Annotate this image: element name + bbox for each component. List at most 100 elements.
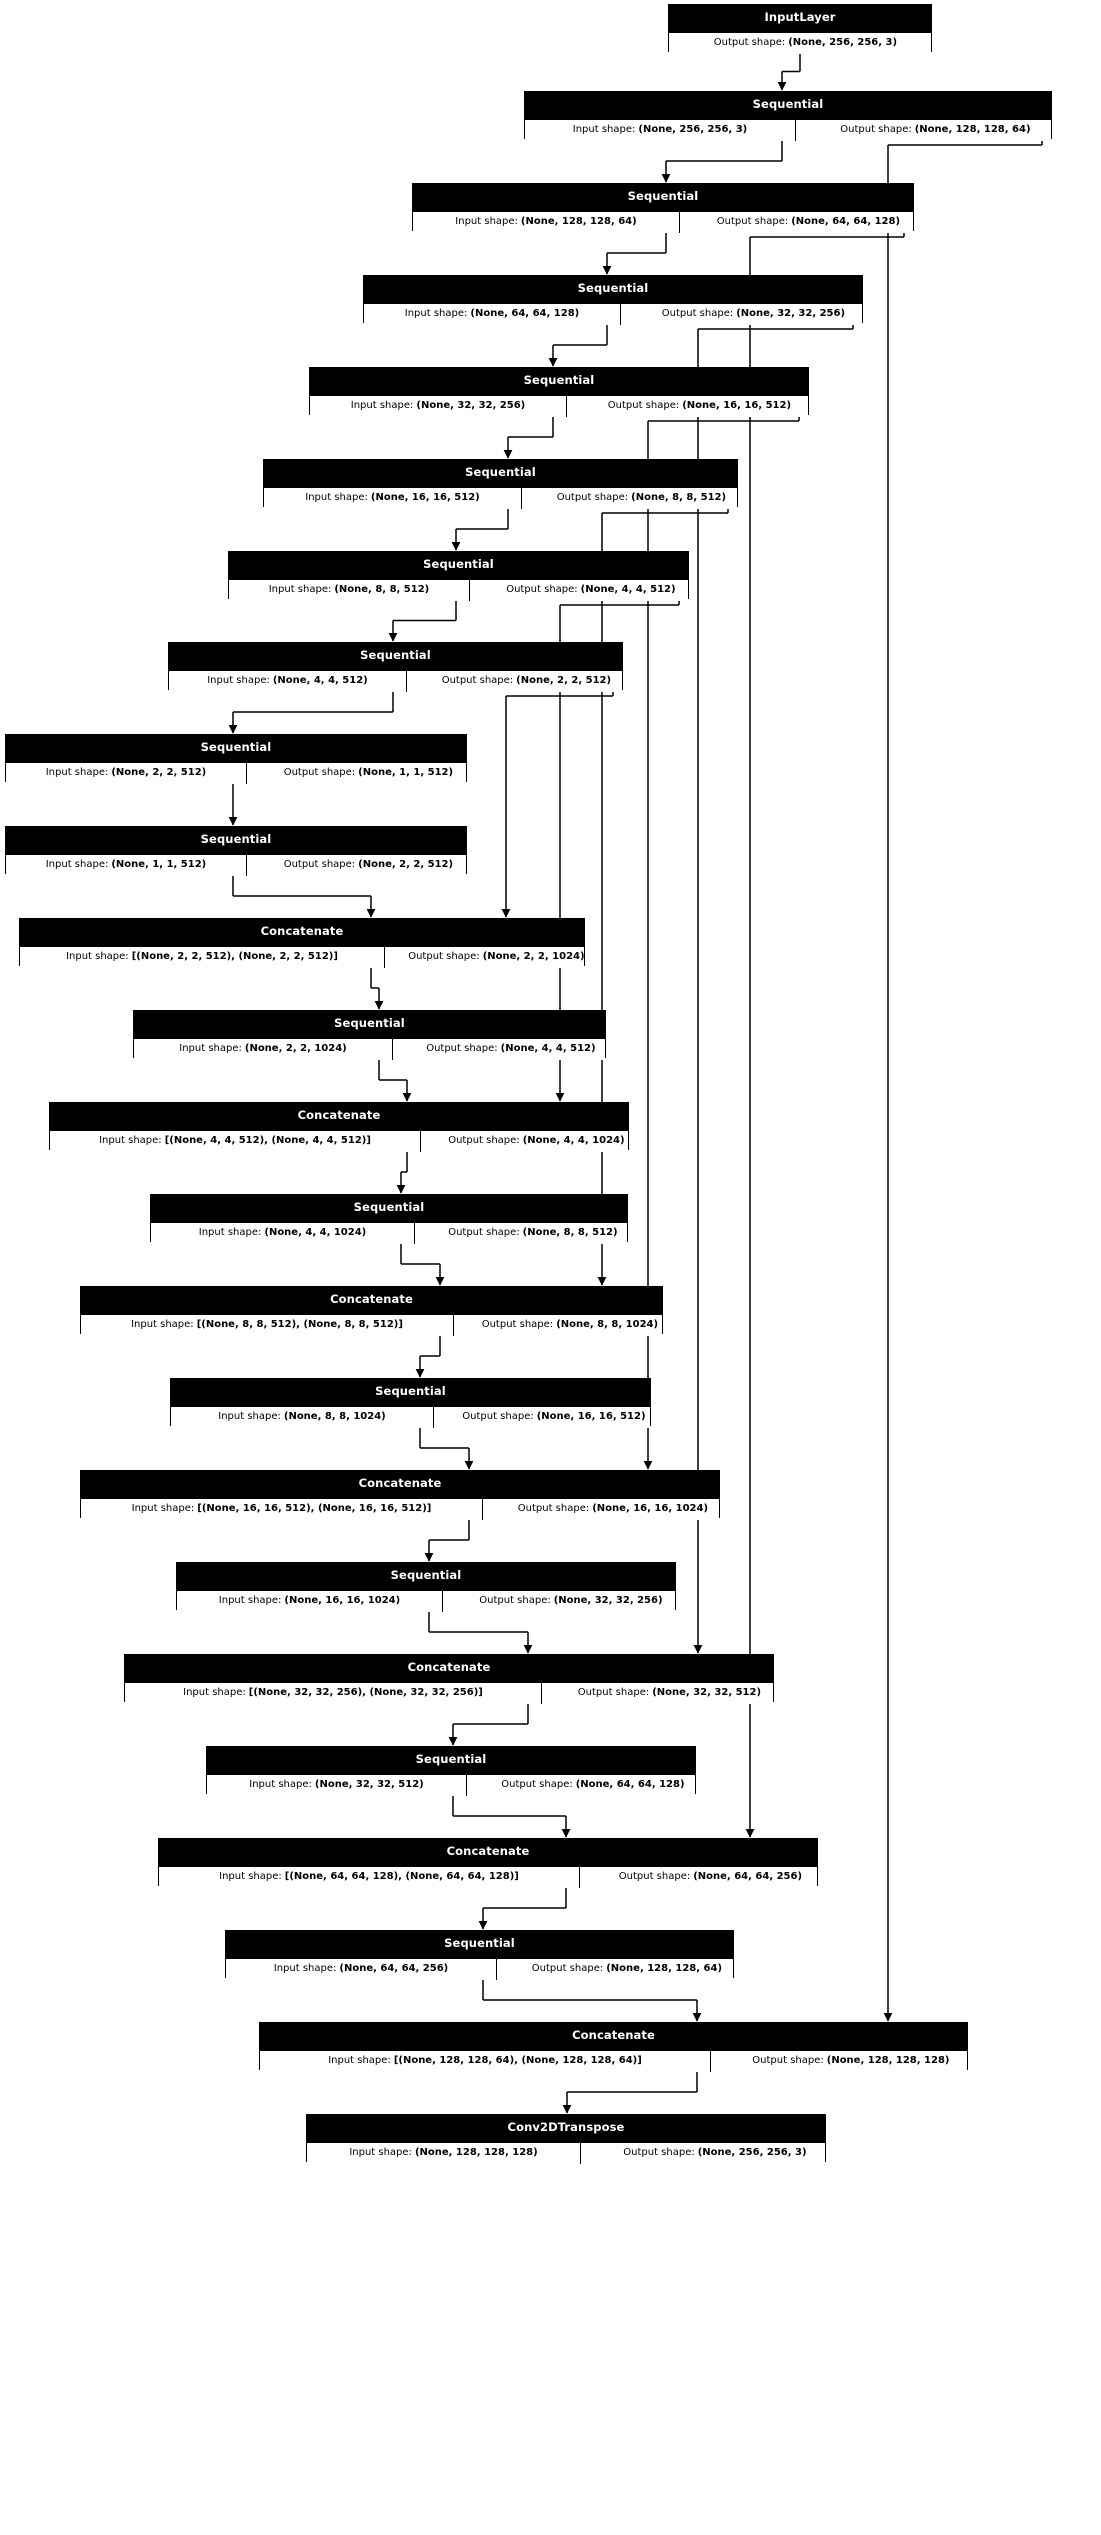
node-shape-row: Input shape:(None, 16, 16, 512)Output sh… [264,486,737,509]
node-shape-row: Input shape:(None, 1, 1, 512)Output shap… [6,853,466,876]
output-shape-cell: Output shape:(None, 4, 4, 512) [392,1038,629,1060]
input-shape-cell: Input shape:(None, 2, 2, 1024) [134,1039,392,1060]
input-shape-value: (None, 4, 4, 1024) [264,1226,367,1238]
input-shape-cell: Input shape:[(None, 128, 128, 64), (None… [260,2051,710,2072]
output-shape-value: (None, 32, 32, 512) [652,1686,762,1698]
node-title: Sequential [6,827,466,854]
input-shape-label: Input shape: [207,674,270,686]
output-shape-cell: Output shape:(None, 64, 64, 128) [679,211,937,233]
node-title: Concatenate [81,1471,719,1498]
node-shape-row: Input shape:(None, 32, 32, 256)Output sh… [310,394,808,417]
output-shape-value: (None, 4, 4, 1024) [522,1134,625,1146]
output-shape-cell: Output shape:(None, 64, 64, 256) [579,1866,841,1888]
node-title: Concatenate [50,1103,628,1130]
node-title: Conv2DTranspose [307,2115,825,2142]
output-shape-value: (None, 2, 2, 512) [358,858,454,870]
output-shape-value: (None, 128, 128, 64) [606,1962,723,1974]
output-shape-value: (None, 32, 32, 256) [736,307,846,319]
input-shape-label: Input shape: [183,1686,246,1698]
output-shape-label: Output shape: [517,1502,590,1514]
input-shape-value: (None, 32, 32, 256) [416,399,526,411]
output-shape-value: (None, 16, 16, 512) [536,1410,646,1422]
output-shape-cell: Output shape:(None, 256, 256, 3) [669,33,942,54]
input-shape-cell: Input shape:(None, 16, 16, 1024) [177,1591,442,1612]
input-shape-value: [(None, 32, 32, 256), (None, 32, 32, 256… [248,1686,483,1698]
output-shape-cell: Output shape:(None, 4, 4, 512) [469,579,712,601]
node-title: Sequential [169,643,622,670]
input-shape-cell: Input shape:(None, 64, 64, 128) [364,304,620,325]
output-shape-cell: Output shape:(None, 128, 128, 64) [496,1958,757,1980]
node-shape-row: Input shape:[(None, 64, 64, 128), (None,… [159,1865,817,1888]
node-shape-row: Input shape:(None, 4, 4, 512)Output shap… [169,669,622,692]
input-shape-value: [(None, 64, 64, 128), (None, 64, 64, 128… [284,1870,519,1882]
node-title: Sequential [413,184,913,211]
input-shape-value: [(None, 4, 4, 512), (None, 4, 4, 512)] [164,1134,371,1146]
output-shape-cell: Output shape:(None, 32, 32, 256) [442,1590,699,1612]
node-title: Sequential [6,735,466,762]
output-shape-value: (None, 256, 256, 3) [697,2146,807,2158]
output-shape-cell: Output shape:(None, 16, 16, 512) [433,1406,674,1428]
input-shape-label: Input shape: [198,1226,262,1238]
input-shape-value: (None, 2, 2, 1024) [244,1042,347,1054]
node-title: Sequential [207,1747,695,1774]
node-shape-row: Input shape:[(None, 32, 32, 256), (None,… [125,1681,773,1704]
output-shape-cell: Output shape:(None, 8, 8, 512) [414,1222,651,1244]
output-shape-cell: Output shape:(None, 16, 16, 1024) [482,1498,743,1520]
output-shape-value: (None, 4, 4, 512) [500,1042,596,1054]
node-shape-row: Input shape:(None, 64, 64, 256)Output sh… [226,1957,733,1980]
output-shape-value: (None, 2, 2, 1024) [482,950,585,962]
output-shape-cell: Output shape:(None, 256, 256, 3) [580,2142,849,2164]
output-shape-value: (None, 4, 4, 512) [580,583,676,595]
output-shape-value: (None, 128, 128, 128) [826,2054,950,2066]
node-shape-row: Output shape:(None, 256, 256, 3) [669,31,931,54]
input-shape-label: Input shape: [249,1778,312,1790]
output-shape-label: Output shape: [448,1134,520,1146]
output-shape-label: Output shape: [661,307,734,319]
node-title: Sequential [226,1931,733,1958]
output-shape-label: Output shape: [623,2146,695,2158]
node-shape-row: Input shape:(None, 128, 128, 128)Output … [307,2141,825,2164]
input-shape-label: Input shape: [404,307,468,319]
node-shape-row: Input shape:[(None, 8, 8, 512), (None, 8… [81,1313,662,1336]
node-title: Sequential [525,92,1051,119]
input-shape-value: (None, 16, 16, 512) [370,491,480,503]
output-shape-label: Output shape: [716,215,789,227]
output-shape-cell: Output shape:(None, 8, 8, 512) [521,487,761,509]
input-shape-label: Input shape: [131,1502,195,1514]
input-shape-cell: Input shape:[(None, 32, 32, 256), (None,… [125,1683,541,1704]
input-shape-label: Input shape: [45,858,109,870]
output-shape-value: (None, 8, 8, 512) [631,491,727,503]
node-title: Sequential [364,276,862,303]
input-shape-value: (None, 128, 128, 128) [414,2146,538,2158]
output-shape-label: Output shape: [441,674,514,686]
output-shape-cell: Output shape:(None, 128, 128, 128) [710,2050,991,2072]
input-shape-label: Input shape: [218,1410,281,1422]
output-shape-cell: Output shape:(None, 1, 1, 512) [246,762,490,784]
input-shape-value: (None, 2, 2, 512) [111,766,207,778]
